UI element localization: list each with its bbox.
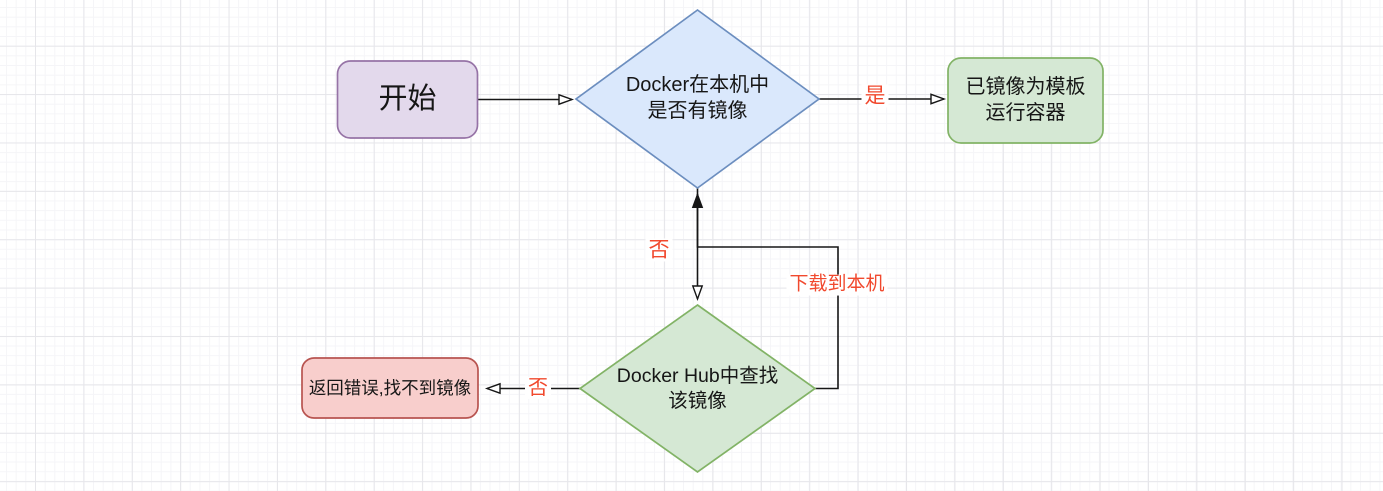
local-check-line1: Docker在本机中 (625, 74, 770, 97)
edge-label-yes: 是 (861, 84, 889, 108)
start-node-shape[interactable] (336, 60, 479, 139)
edge-label-no-down: 否 (645, 238, 673, 262)
hub-search-line1: Docker Hub中查找 (616, 364, 779, 387)
hub-search-line2: 该镜像 (668, 389, 727, 412)
run-container-node-shape[interactable] (947, 57, 1104, 144)
edge-download-to-local-check (691, 192, 839, 390)
error-node-shape[interactable] (301, 357, 479, 419)
run-container-node-label[interactable]: 已镜像为模板 运行容器 (948, 58, 1103, 143)
edge-label-download: 下载到本机 (786, 274, 888, 296)
local-check-decision-shape[interactable] (574, 8, 821, 190)
local-check-line2: 是否有镜像 (647, 100, 748, 122)
local-check-decision-label[interactable]: Docker在本机中 是否有镜像 (587, 63, 808, 135)
edge-label-no-left: 否 (525, 377, 551, 399)
error-node-label[interactable]: 返回错误,找不到镜像 (308, 377, 472, 398)
start-node-label[interactable]: 开始 (378, 82, 437, 115)
run-container-line1: 已镜像为模板 (965, 75, 1086, 98)
hub-search-decision-shape[interactable] (578, 303, 817, 474)
run-container-line2: 运行容器 (985, 101, 1066, 124)
hub-search-decision-label[interactable]: Docker Hub中查找 该镜像 (580, 352, 815, 425)
